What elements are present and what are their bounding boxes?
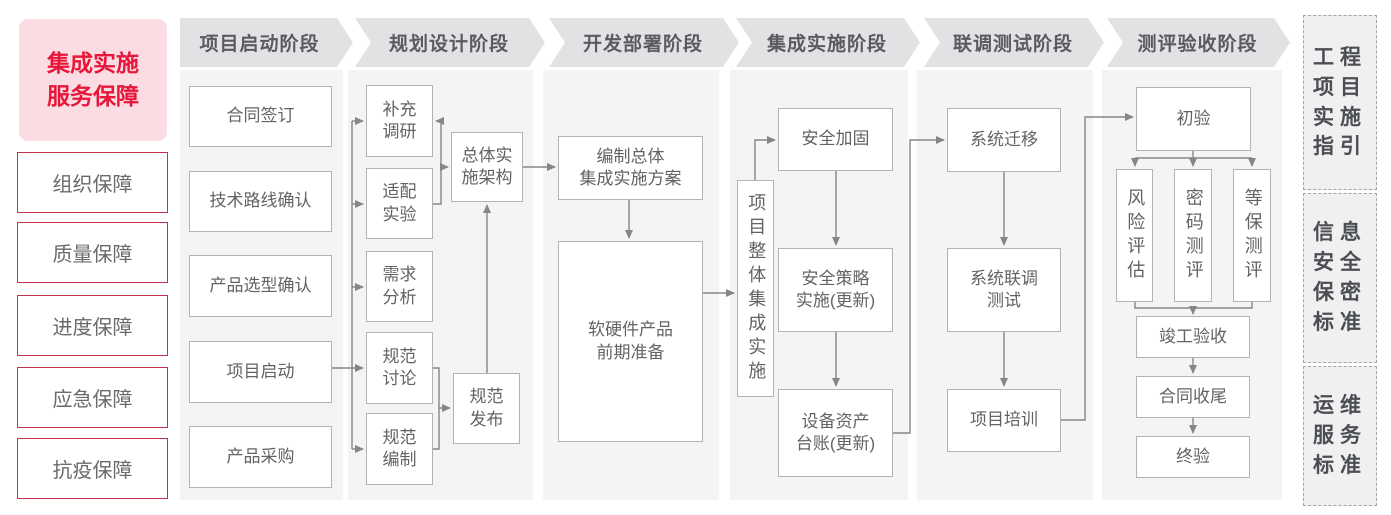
ref-om-service-standard: 运维 服务 标准 xyxy=(1303,366,1377,506)
flow-box-final-acceptance: 终验 xyxy=(1136,436,1250,478)
phase-header-dev-deploy: 开发部署阶段 xyxy=(549,18,739,67)
phase-header-joint-test: 联调测试阶段 xyxy=(924,18,1104,67)
phase-header-integration-impl: 集成实施阶段 xyxy=(736,18,920,67)
flow-box-security-policy-impl: 安全策略 实施(更新) xyxy=(778,248,893,332)
guarantee-organization: 组织保障 xyxy=(17,152,168,213)
flow-box-overall-impl-architecture: 总体实 施架构 xyxy=(451,132,523,202)
phase-header-label: 集成实施阶段 xyxy=(766,34,887,55)
phase-header-label: 测评验收阶段 xyxy=(1137,34,1258,55)
flow-box-joint-debug-test: 系统联调 测试 xyxy=(947,248,1061,332)
phase-header-eval-acceptance: 测评验收阶段 xyxy=(1107,18,1290,67)
phase-header-label: 规划设计阶段 xyxy=(388,34,509,55)
flow-box-classified-protection-eval: 等保测评 xyxy=(1233,169,1271,302)
flow-box-spec-drafting: 规范 编制 xyxy=(366,413,433,485)
flow-box-spec-discussion: 规范 讨论 xyxy=(366,332,433,404)
flow-box-product-procurement: 产品采购 xyxy=(189,426,332,488)
flow-box-hw-sw-preparation: 软硬件产品 前期准备 xyxy=(558,241,703,442)
flow-box-contract-closure: 合同收尾 xyxy=(1136,376,1250,418)
flow-box-adaptation-test: 适配 实验 xyxy=(366,168,433,239)
guarantee-epidemic: 抗疫保障 xyxy=(17,438,168,499)
flow-box-contract-signing: 合同签订 xyxy=(189,86,332,147)
guarantee-emergency: 应急保障 xyxy=(17,367,168,428)
phase-header-label: 联调测试阶段 xyxy=(952,34,1073,55)
flow-box-risk-assessment: 风险评估 xyxy=(1116,169,1153,302)
flow-box-asset-ledger-update: 设备资产 台账(更新) xyxy=(778,389,893,477)
flow-box-spec-release: 规范 发布 xyxy=(453,373,520,444)
guarantee-title: 集成实施 服务保障 xyxy=(19,19,167,141)
ref-info-security-standard: 信息 安全 保密 标准 xyxy=(1303,193,1377,363)
flow-box-completion-acceptance: 竣工验收 xyxy=(1136,316,1250,358)
ref-project-implementation-guide: 工程 项目 实施 指引 xyxy=(1303,15,1377,190)
flow-box-project-training: 项目培训 xyxy=(947,389,1061,452)
flow-box-tech-route-confirm: 技术路线确认 xyxy=(189,171,332,232)
phase-header-label: 项目启动阶段 xyxy=(199,34,320,55)
flow-box-supplement-research: 补充 调研 xyxy=(366,85,433,157)
phase-header-project-kickoff: 项目启动阶段 xyxy=(180,18,353,67)
phase-header-label: 开发部署阶段 xyxy=(582,34,703,55)
guarantee-quality: 质量保障 xyxy=(17,222,168,283)
flow-box-project-kickoff: 项目启动 xyxy=(189,341,332,403)
guarantee-progress: 进度保障 xyxy=(17,295,168,356)
flow-box-preliminary-acceptance: 初验 xyxy=(1136,87,1251,151)
flow-box-project-overall-integration: 项目整体集成实施 xyxy=(737,180,774,397)
flow-box-system-migration: 系统迁移 xyxy=(947,108,1061,172)
flow-box-product-selection-confirm: 产品选型确认 xyxy=(189,255,332,317)
flow-box-requirement-analysis: 需求 分析 xyxy=(366,251,433,322)
flow-box-overall-integration-plan: 编制总体 集成实施方案 xyxy=(558,136,703,200)
flow-box-security-hardening: 安全加固 xyxy=(778,108,893,171)
phase-header-planning-design: 规划设计阶段 xyxy=(355,18,545,67)
flow-box-crypto-evaluation: 密码测评 xyxy=(1174,169,1212,302)
